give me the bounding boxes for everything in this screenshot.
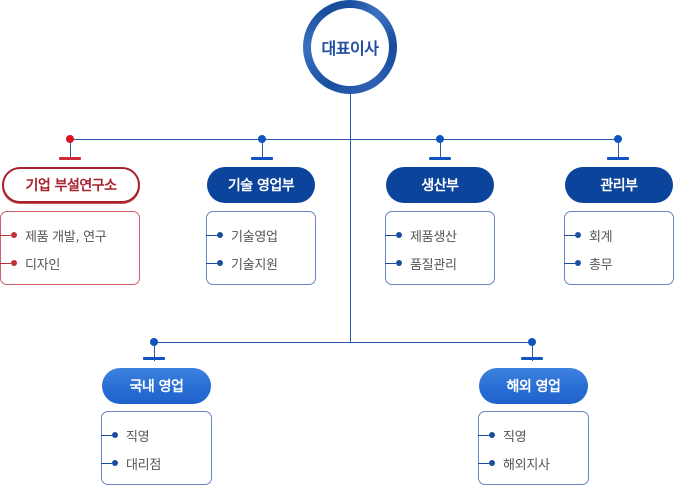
list-item-label: 제품 개발, 연구 [25, 229, 107, 245]
list-item: 회계 [564, 225, 613, 245]
top-connector-line [70, 139, 618, 140]
list-item: 기술영업 [206, 225, 278, 245]
branch-tbar [521, 357, 543, 360]
junction-dot [528, 338, 536, 346]
ceo-node[interactable]: 대표이사 [303, 0, 397, 94]
branch-stem [262, 142, 263, 158]
list-item: 디자인 [0, 253, 60, 273]
list-item-label: 디자인 [25, 257, 60, 273]
bullet-icon [489, 432, 495, 438]
list-item-label: 품질관리 [410, 257, 457, 273]
branch-tbar [59, 157, 81, 160]
bullet-icon [112, 432, 118, 438]
dept-label: 국내 영업 [129, 379, 184, 395]
bullet-icon [575, 260, 581, 266]
bullet-icon [489, 460, 495, 466]
connector-line [564, 262, 575, 264]
bullet-icon [575, 232, 581, 238]
connector-line [385, 234, 396, 236]
dept-production-list: 제품생산 품질관리 [385, 211, 495, 285]
bullet-icon [217, 260, 223, 266]
connector-line [101, 434, 112, 436]
list-item: 직영 [478, 425, 527, 445]
list-item: 총무 [564, 253, 613, 273]
connector-line [478, 462, 489, 464]
dept-tech-sales-list: 기술영업 기술지원 [206, 211, 316, 285]
list-item-label: 총무 [589, 257, 613, 273]
bottom-connector-line [154, 342, 532, 343]
trunk-line [350, 93, 351, 343]
junction-dot [66, 135, 74, 143]
dept-tech-sales[interactable]: 기술 영업부 [207, 167, 315, 203]
connector-line [385, 262, 396, 264]
list-item-label: 해외지사 [503, 457, 550, 473]
dept-domestic-sales-list: 직영 대리점 [101, 411, 212, 485]
connector-line [564, 234, 575, 236]
list-item-label: 기술지원 [231, 257, 278, 273]
list-item-label: 대리점 [126, 457, 161, 473]
list-item-label: 직영 [503, 429, 527, 445]
junction-dot [258, 135, 266, 143]
list-item-label: 기술영업 [231, 229, 278, 245]
connector-line [478, 434, 489, 436]
list-item: 해외지사 [478, 453, 550, 473]
dept-label: 관리부 [600, 178, 638, 194]
list-item: 품질관리 [385, 253, 457, 273]
list-item: 제품 개발, 연구 [0, 225, 107, 245]
bullet-icon [396, 232, 402, 238]
dept-domestic-sales[interactable]: 국내 영업 [102, 368, 211, 404]
branch-tbar [251, 157, 273, 160]
dept-overseas-sales[interactable]: 해외 영업 [479, 368, 588, 404]
dept-label: 기술 영업부 [227, 178, 295, 194]
list-item: 직영 [101, 425, 150, 445]
list-item-label: 직영 [126, 429, 150, 445]
dept-label: 기업 부설연구소 [25, 178, 117, 194]
branch-tbar [607, 157, 629, 160]
bullet-icon [11, 260, 17, 266]
branch-tbar [429, 157, 451, 160]
connector-line [0, 234, 11, 236]
ceo-label: 대표이사 [311, 8, 389, 86]
dept-research-lab-list: 제품 개발, 연구 디자인 [0, 211, 140, 285]
connector-line [206, 262, 217, 264]
bullet-icon [112, 460, 118, 466]
branch-stem [618, 142, 619, 158]
list-item-label: 회계 [589, 229, 613, 245]
connector-line [101, 462, 112, 464]
list-item: 기술지원 [206, 253, 278, 273]
bullet-icon [396, 260, 402, 266]
connector-line [0, 262, 11, 264]
list-item-label: 제품생산 [410, 229, 457, 245]
dept-management-list: 회계 총무 [564, 211, 674, 285]
dept-production[interactable]: 생산부 [386, 167, 494, 203]
junction-dot [436, 135, 444, 143]
junction-dot [614, 135, 622, 143]
junction-dot [150, 338, 158, 346]
branch-stem [440, 142, 441, 158]
branch-tbar [143, 357, 165, 360]
dept-label: 해외 영업 [506, 379, 561, 395]
dept-overseas-sales-list: 직영 해외지사 [478, 411, 589, 485]
branch-stem [70, 142, 71, 158]
branch-stem [532, 345, 533, 361]
dept-management[interactable]: 관리부 [565, 167, 673, 203]
list-item: 제품생산 [385, 225, 457, 245]
bullet-icon [217, 232, 223, 238]
branch-stem [154, 345, 155, 361]
list-item: 대리점 [101, 453, 161, 473]
connector-line [206, 234, 217, 236]
dept-research-lab[interactable]: 기업 부설연구소 [2, 167, 140, 203]
bullet-icon [11, 232, 17, 238]
dept-label: 생산부 [421, 178, 459, 194]
